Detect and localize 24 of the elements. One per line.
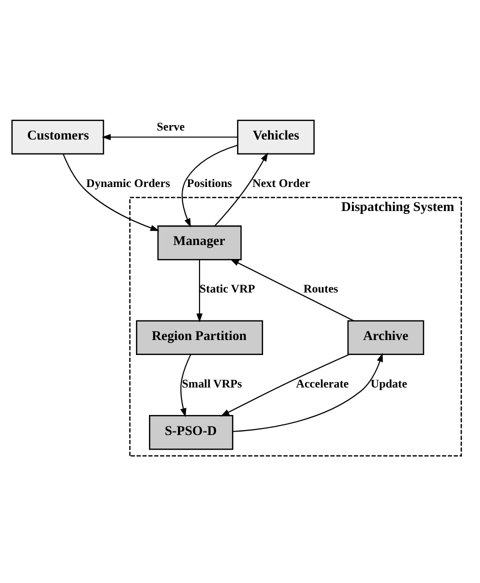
arrow <box>180 354 192 418</box>
edge-label: Positions <box>186 176 232 190</box>
edge-label: Routes <box>304 282 338 296</box>
arrow <box>102 134 238 140</box>
arrow <box>214 152 268 226</box>
node-box: S-PSO-D <box>148 415 234 450</box>
edge-label: Accelerate <box>296 377 349 390</box>
arrow <box>220 354 350 416</box>
arrow <box>230 258 354 322</box>
edge-label: Small VRPs <box>182 377 242 390</box>
edge-label: Next Order <box>252 176 310 190</box>
arrow <box>196 260 203 322</box>
edge-label: Static VRP <box>200 282 256 296</box>
arrow <box>182 144 238 228</box>
arrow <box>62 154 160 231</box>
node-box: Region Partition <box>136 320 264 356</box>
node-box: Customers <box>11 120 104 155</box>
node-box: Manager <box>157 225 242 260</box>
edge-label: Update <box>370 377 408 390</box>
node-box: Archive <box>347 320 424 356</box>
edge-label: Dynamic Orders <box>86 176 170 190</box>
arrow <box>232 352 383 432</box>
node-box: Vehicles <box>237 120 315 155</box>
edge-label: Serve <box>156 120 185 134</box>
